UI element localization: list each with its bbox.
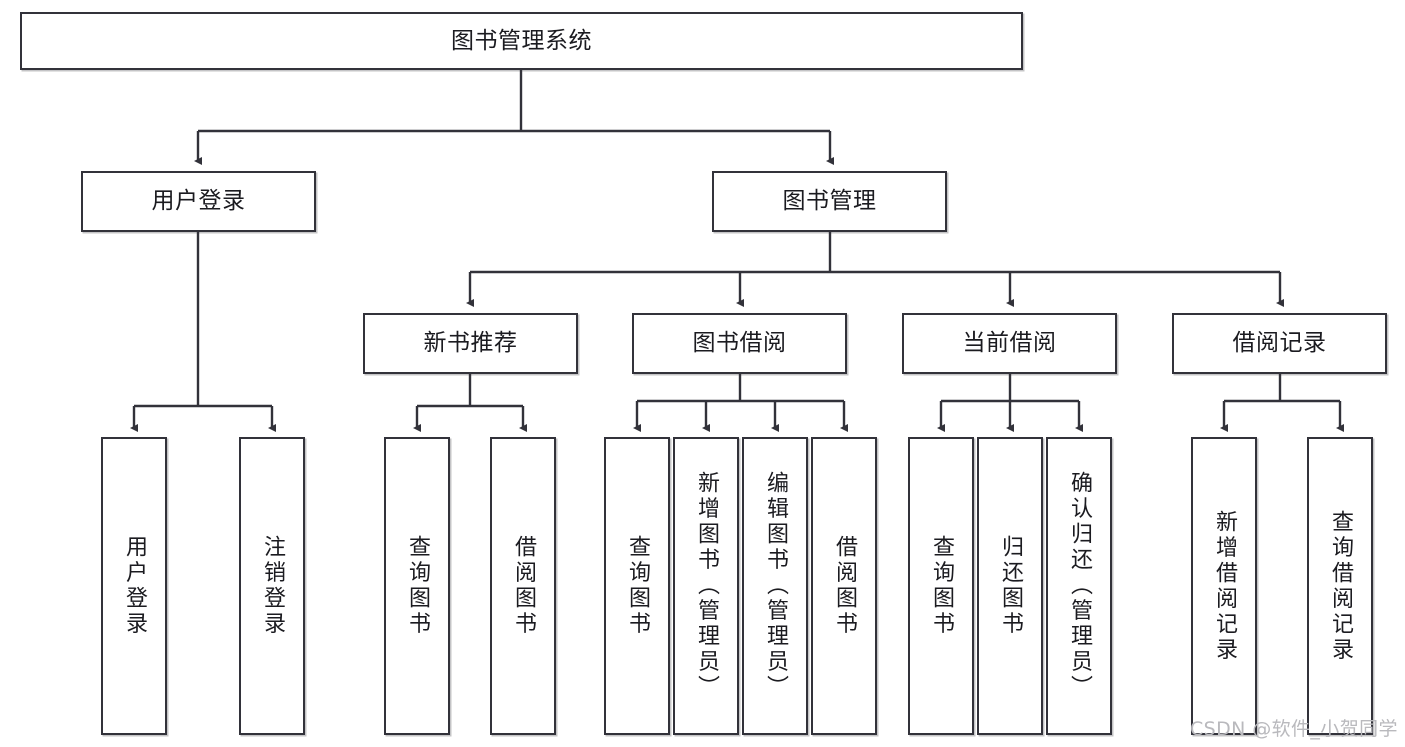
leaf-return-book[interactable]: 归还图书 (977, 437, 1043, 735)
node-label: 编辑图书（管理员） (763, 471, 788, 701)
node-label: 查询图书 (929, 535, 954, 637)
csdn-watermark: CSDN @软件_小贺同学 (1190, 718, 1398, 740)
leaf-user-login[interactable]: 用户登录 (101, 437, 167, 735)
node-label: 用户登录 (151, 188, 246, 215)
node-label: 查询图书 (625, 535, 650, 637)
node-label: 新增图书（管理员） (694, 471, 719, 701)
leaf-query-book-current[interactable]: 查询图书 (908, 437, 974, 735)
node-current-borrow[interactable]: 当前借阅 (902, 313, 1117, 374)
node-label: 借阅记录 (1232, 330, 1327, 357)
node-label: 归还图书 (998, 535, 1023, 637)
node-label: 图书管理 (782, 188, 877, 215)
node-book-management[interactable]: 图书管理 (712, 171, 947, 232)
node-label: 新书推荐 (423, 330, 518, 357)
leaf-confirm-return-admin[interactable]: 确认归还（管理员） (1046, 437, 1112, 735)
leaf-query-borrow-record[interactable]: 查询借阅记录 (1307, 437, 1373, 735)
node-new-book-recommend[interactable]: 新书推荐 (363, 313, 578, 374)
node-book-management-system[interactable]: 图书管理系统 (20, 12, 1023, 70)
node-book-borrow[interactable]: 图书借阅 (632, 313, 847, 374)
node-label: 查询借阅记录 (1328, 509, 1353, 663)
leaf-query-book-borrow[interactable]: 查询图书 (604, 437, 670, 735)
node-user-login[interactable]: 用户登录 (81, 171, 316, 232)
node-label: 当前借阅 (962, 330, 1057, 357)
leaf-borrow-book[interactable]: 借阅图书 (811, 437, 877, 735)
node-label: 图书借阅 (692, 330, 787, 357)
leaf-query-book-recommend[interactable]: 查询图书 (384, 437, 450, 735)
node-label: 查询图书 (405, 535, 430, 637)
node-label: 用户登录 (122, 535, 147, 637)
node-label: 图书管理系统 (451, 27, 592, 54)
node-label: 借阅图书 (511, 535, 536, 637)
leaf-add-book-admin[interactable]: 新增图书（管理员） (673, 437, 739, 735)
node-label: 借阅图书 (832, 535, 857, 637)
leaf-logout[interactable]: 注销登录 (239, 437, 305, 735)
node-label: 注销登录 (260, 535, 285, 637)
leaf-edit-book-admin[interactable]: 编辑图书（管理员） (742, 437, 808, 735)
leaf-borrow-book-recommend[interactable]: 借阅图书 (490, 437, 556, 735)
node-label: 新增借阅记录 (1212, 509, 1237, 663)
node-borrow-record[interactable]: 借阅记录 (1172, 313, 1387, 374)
node-label: 确认归还（管理员） (1067, 471, 1092, 701)
leaf-add-borrow-record[interactable]: 新增借阅记录 (1191, 437, 1257, 735)
